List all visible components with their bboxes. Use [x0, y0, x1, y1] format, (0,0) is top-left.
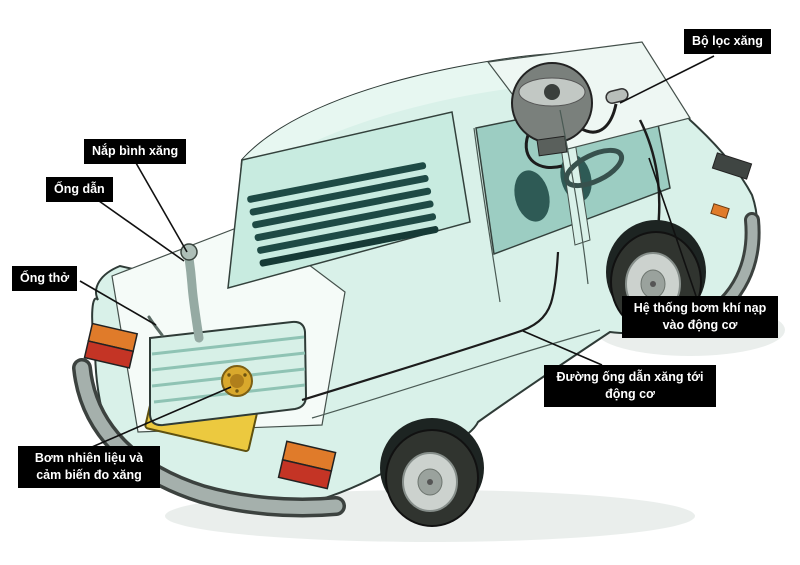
label-fuel-cap: Nắp bình xăng	[84, 139, 187, 164]
rear-deck-louvers	[247, 162, 439, 267]
leader-fuel-pump	[91, 386, 232, 448]
label-fuel-line: Đường ống dẫn xăng tới động cơ	[544, 365, 716, 407]
seat	[514, 170, 550, 222]
steering-wheel	[563, 147, 625, 189]
label-fuel-filter: Bộ lọc xăng	[684, 29, 771, 54]
engine-hose	[524, 134, 563, 169]
fuel-filter-part	[605, 88, 629, 104]
door-seams	[311, 109, 601, 419]
leader-pipe	[98, 200, 185, 262]
fuel-tank	[149, 320, 308, 427]
rear-window	[227, 111, 471, 290]
engine-hose	[579, 103, 618, 134]
leader-fuel-filter	[619, 55, 715, 104]
label-air-intake: Hệ thống bơm khí nạp vào động cơ	[622, 296, 778, 338]
engine-bay	[486, 41, 691, 239]
carburetor	[536, 135, 568, 157]
leader-air-intake	[648, 157, 697, 297]
rear-wheel	[380, 418, 484, 527]
label-fuel-pump: Bơm nhiên liệu và cảm biến đo xăng	[18, 446, 160, 488]
leader-fuel-cap	[135, 162, 188, 253]
tail-light-right	[277, 440, 337, 490]
leader-fuel-line	[522, 330, 603, 366]
front-indicator	[710, 203, 730, 219]
label-breather: Ống thở	[12, 266, 78, 291]
headlight	[711, 152, 753, 180]
tail-light-left	[83, 322, 139, 369]
label-pipe: Ống dẫn	[46, 177, 113, 202]
rear-bumper	[72, 358, 346, 518]
fuel-supply-line	[301, 251, 560, 402]
leader-lines	[79, 55, 715, 448]
leader-breather	[79, 280, 157, 326]
